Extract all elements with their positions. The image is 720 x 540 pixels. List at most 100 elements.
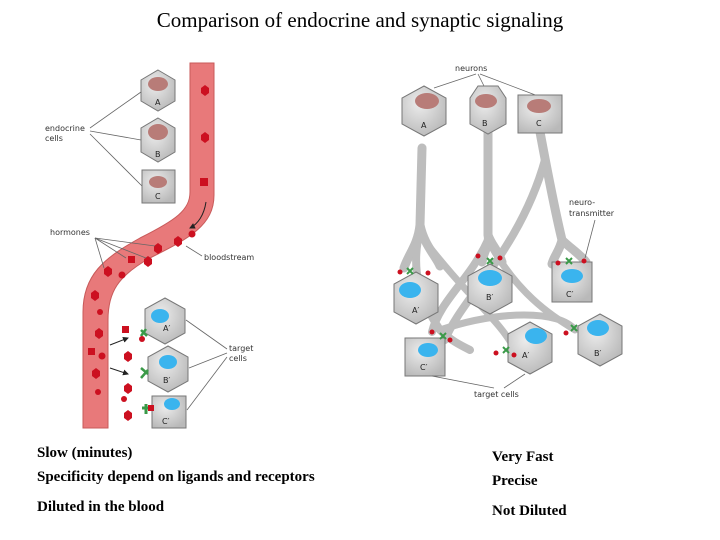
target-cell-label: A′ xyxy=(163,324,170,333)
neuron-c: C xyxy=(517,94,563,134)
label-bloodstream: bloodstream xyxy=(204,253,254,262)
target-cell-a-prime: A′ xyxy=(139,297,186,345)
nucleus xyxy=(151,309,169,323)
flow-arrow xyxy=(189,201,207,229)
label-hormones: hormones xyxy=(50,228,90,237)
leader-line xyxy=(503,373,526,389)
nucleus xyxy=(478,270,502,286)
endocrine-specificity: Specificity depend on ligands and recept… xyxy=(37,469,315,485)
leader-line xyxy=(94,237,147,259)
nucleus xyxy=(164,398,180,410)
nucleus xyxy=(159,355,177,369)
nucleus xyxy=(148,124,168,140)
endocrine-cell-label: B xyxy=(155,150,161,159)
neurotransmitter xyxy=(497,255,503,261)
target-cell-label: A′ xyxy=(522,351,529,360)
endocrine-panel: A B C xyxy=(45,62,254,429)
leader-line xyxy=(188,352,228,369)
hormone xyxy=(188,230,196,238)
synaptic-target-a-prime: A′ xyxy=(393,271,439,325)
synapses xyxy=(397,253,587,358)
hormone xyxy=(124,383,132,394)
leader-line xyxy=(89,91,142,129)
target-cell-label: B′ xyxy=(163,376,170,385)
hormone xyxy=(98,352,106,360)
nucleus xyxy=(587,320,609,336)
hormone xyxy=(97,309,103,315)
neuron-b: B xyxy=(469,85,507,135)
hormone xyxy=(124,410,132,421)
receptor xyxy=(140,367,149,379)
receptor xyxy=(439,332,447,340)
synaptic-specificity: Precise xyxy=(492,473,538,489)
neurotransmitter xyxy=(429,329,435,335)
neurotransmitter xyxy=(581,258,587,264)
endocrine-cell-label: A xyxy=(155,98,161,107)
leader-line xyxy=(186,356,228,411)
neuron-label: A xyxy=(421,121,427,130)
leader-line xyxy=(433,73,477,89)
page-title: Comparison of endocrine and synaptic sig… xyxy=(156,8,564,32)
neurotransmitter xyxy=(397,269,403,275)
synaptic-dilution: Not Diluted xyxy=(492,503,567,519)
receptor xyxy=(502,346,510,354)
neurotransmitter xyxy=(555,260,561,266)
nucleus xyxy=(527,99,551,113)
hormone xyxy=(124,351,132,362)
hormone xyxy=(91,290,99,301)
label-target-cells-1: target xyxy=(229,344,253,353)
endocrine-cell-c: C xyxy=(141,169,176,204)
label-endocrine-cells-1: endocrine xyxy=(45,124,85,133)
leader-line xyxy=(185,245,203,257)
target-cell-label: C′ xyxy=(566,290,574,299)
leader-line xyxy=(94,237,127,259)
neuron-a: A xyxy=(401,85,447,137)
label-endocrine-cells-2: cells xyxy=(45,134,63,143)
receptor xyxy=(139,328,148,337)
leader-line xyxy=(94,237,105,269)
leader-line xyxy=(584,219,596,259)
nucleus xyxy=(418,343,438,357)
receptor xyxy=(565,257,573,265)
hormone xyxy=(88,348,95,355)
leader-line xyxy=(89,133,143,187)
delivery-arrow xyxy=(109,367,129,376)
receptor xyxy=(406,267,414,275)
axons xyxy=(399,127,591,354)
hormone xyxy=(92,368,100,379)
hormones-in-stream xyxy=(88,230,196,421)
synaptic-target-b-prime-lower: B′ xyxy=(577,313,623,367)
nucleus xyxy=(475,94,497,108)
synaptic-speed: Very Fast xyxy=(492,449,554,465)
neuron-label: B xyxy=(482,119,488,128)
label-neurotransmitter-1: neuro- xyxy=(569,198,595,207)
nucleus xyxy=(561,269,583,283)
delivery-arrow xyxy=(109,337,129,346)
target-cell-label: B′ xyxy=(594,349,601,358)
neurotransmitter xyxy=(511,352,517,358)
neuron-label: C xyxy=(536,119,542,128)
nucleus xyxy=(525,328,547,344)
hormone xyxy=(121,396,127,402)
hormone xyxy=(154,243,162,254)
endocrine-dilution: Diluted in the blood xyxy=(37,499,165,515)
hormone xyxy=(118,271,126,279)
target-cell-label: C′ xyxy=(162,417,170,426)
endocrine-speed: Slow (minutes) xyxy=(37,445,133,461)
hormone xyxy=(104,266,112,277)
label-neurotransmitter-2: transmitter xyxy=(569,209,615,218)
leader-line xyxy=(431,375,495,389)
label-neurons: neurons xyxy=(455,64,487,73)
neurotransmitter xyxy=(425,270,431,276)
receptor xyxy=(486,257,494,265)
target-cell-label: C′ xyxy=(420,363,428,372)
hormone xyxy=(201,85,209,96)
synaptic-target-c-prime-lower: C′ xyxy=(404,337,446,377)
synaptic-target-a-prime-lower: A′ xyxy=(507,321,553,375)
synaptic-target-b-prime: B′ xyxy=(467,263,513,315)
hormone xyxy=(139,336,145,342)
label-target-cells-2: cells xyxy=(229,354,247,363)
label-target-cells: target cells xyxy=(474,390,519,399)
endocrine-cell-b: B xyxy=(140,117,176,163)
